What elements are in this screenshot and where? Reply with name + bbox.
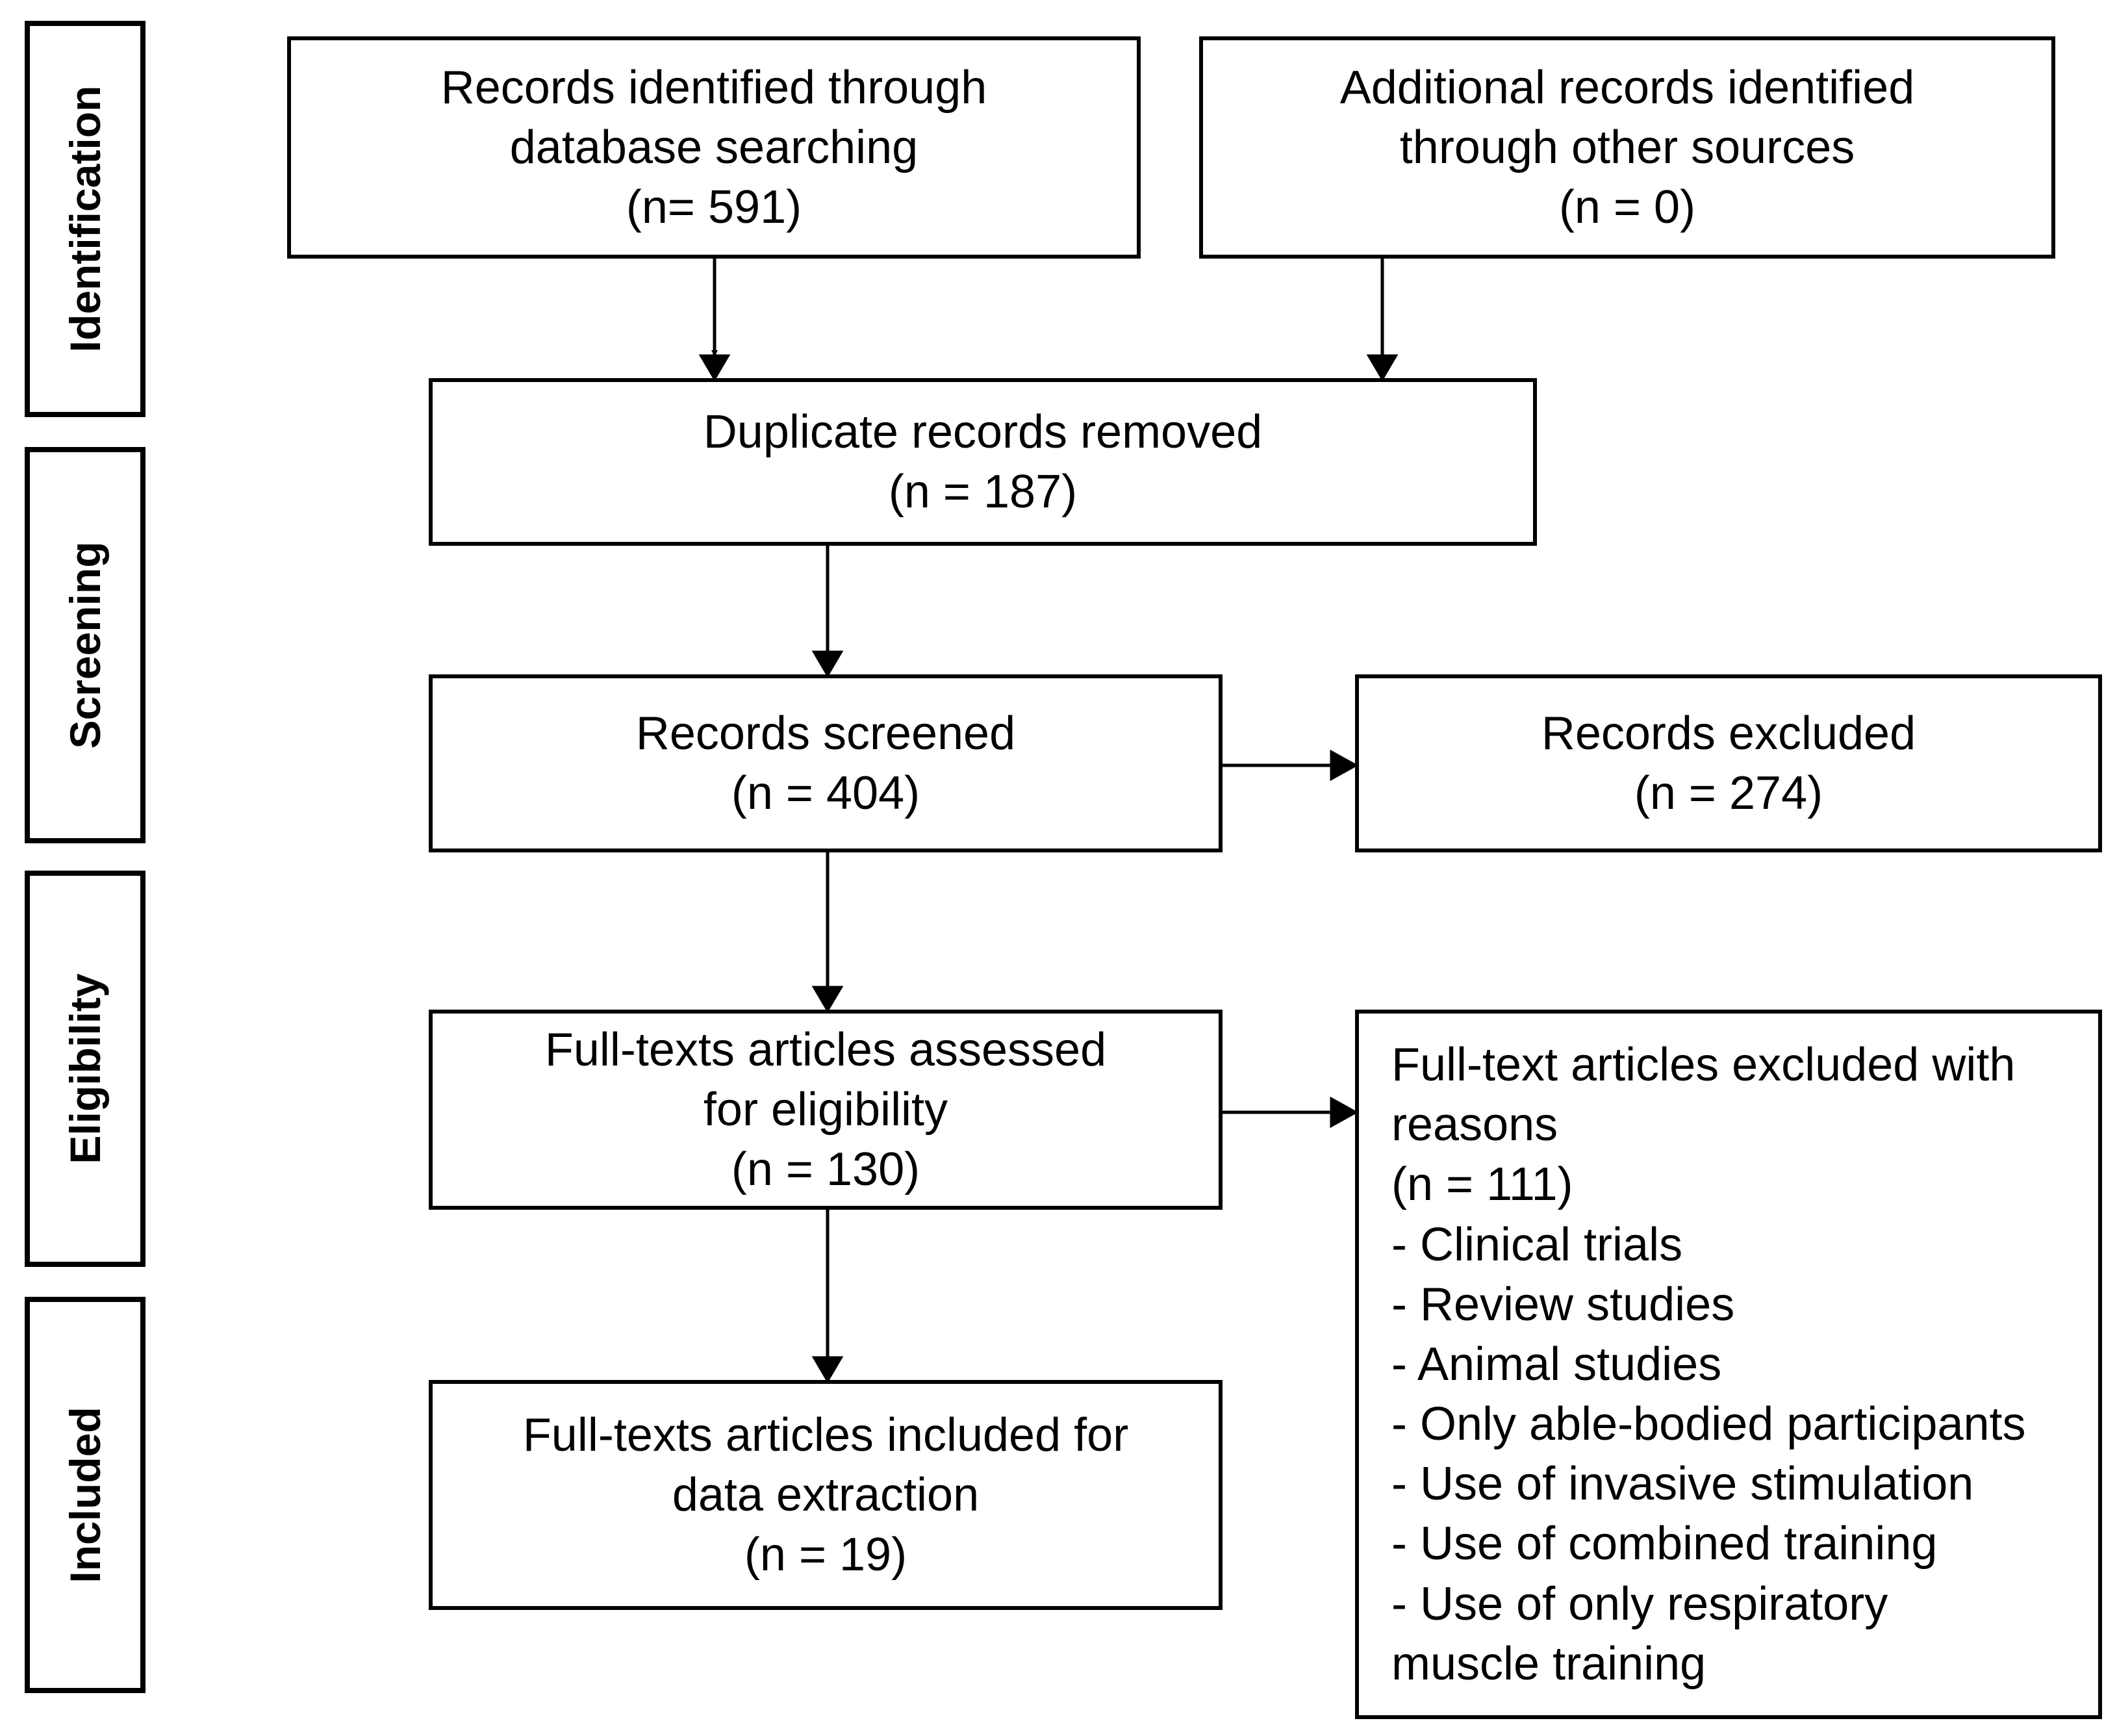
other-sources-line2: through other sources xyxy=(1399,121,1855,173)
exclusion-reason: - Clinical trials xyxy=(1391,1218,1683,1271)
stage-identification-label: Identification xyxy=(61,85,109,353)
records-excluded-box: Records excluded (n = 274) xyxy=(1355,674,2102,852)
fulltext-excluded-count: (n = 111) xyxy=(1391,1158,1573,1211)
fulltext-included-count: (n = 19) xyxy=(744,1529,907,1581)
exclusion-reason: muscle training xyxy=(1391,1637,1706,1690)
database-search-line1: Records identified through xyxy=(440,61,987,114)
fulltext-included-line1: Full-texts articles included for xyxy=(522,1409,1129,1461)
arrowhead-assessed-to-fulltext-excluded xyxy=(1330,1096,1359,1129)
fulltext-assessed-line2: for eligibility xyxy=(703,1083,948,1136)
other-sources-line1: Additional records identified xyxy=(1339,61,1915,114)
records-excluded-line1: Records excluded xyxy=(1541,707,1916,760)
arrowhead-duplicates-to-screened xyxy=(811,650,844,678)
stage-screening: Screening xyxy=(25,447,146,843)
duplicates-removed-line1: Duplicate records removed xyxy=(703,405,1263,458)
arrowhead-screened-to-excluded xyxy=(1330,749,1359,782)
exclusion-reason: - Animal studies xyxy=(1391,1338,1722,1390)
exclusion-reason: - Use of invasive stimulation xyxy=(1391,1458,1974,1511)
records-screened-count: (n = 404) xyxy=(731,767,920,819)
fulltext-assessed-box: Full-texts articles assessed for eligibi… xyxy=(429,1010,1223,1210)
fulltext-assessed-count: (n = 130) xyxy=(731,1143,920,1196)
stage-included: Included xyxy=(25,1297,146,1693)
exclusion-reason: - Review studies xyxy=(1391,1278,1735,1331)
records-excluded-count: (n = 274) xyxy=(1634,767,1823,819)
database-search-count: (n= 591) xyxy=(626,181,802,234)
database-search-box: Records identified through database sear… xyxy=(287,36,1141,259)
records-screened-line1: Records screened xyxy=(635,707,1016,760)
duplicates-removed-box: Duplicate records removed (n = 187) xyxy=(429,378,1537,546)
arrowhead-database-to-duplicates xyxy=(698,354,731,381)
stage-included-label: Included xyxy=(61,1407,109,1583)
duplicates-removed-count: (n = 187) xyxy=(888,466,1078,518)
fulltext-excluded-line1: Full-text articles excluded with xyxy=(1391,1039,2016,1091)
arrowhead-assessed-to-included xyxy=(811,1356,844,1383)
fulltext-included-line2: data extraction xyxy=(672,1468,980,1521)
fulltext-included-box: Full-texts articles included for data ex… xyxy=(429,1380,1223,1610)
fulltext-assessed-line1: Full-texts articles assessed xyxy=(544,1023,1107,1076)
exclusion-reason: - Use of only respiratory xyxy=(1391,1577,1888,1630)
arrowhead-other-to-duplicates xyxy=(1366,354,1399,381)
exclusion-reason: - Use of combined training xyxy=(1391,1518,1938,1570)
fulltext-excluded-line2: reasons xyxy=(1391,1099,1558,1151)
other-sources-count: (n = 0) xyxy=(1558,181,1696,234)
database-search-line2: database searching xyxy=(509,121,919,173)
fulltext-excluded-box: Full-text articles excluded with reasons… xyxy=(1355,1010,2102,1719)
arrowhead-screened-to-assessed xyxy=(811,986,844,1013)
stage-screening-label: Screening xyxy=(61,541,109,749)
stage-identification: Identification xyxy=(25,21,146,417)
stage-eligibility: Eligibility xyxy=(25,871,146,1267)
records-screened-box: Records screened (n = 404) xyxy=(429,674,1223,852)
stage-eligibility-label: Eligibility xyxy=(61,973,109,1164)
other-sources-box: Additional records identified through ot… xyxy=(1199,36,2055,259)
exclusion-reason: - Only able-bodied participants xyxy=(1391,1398,2026,1451)
